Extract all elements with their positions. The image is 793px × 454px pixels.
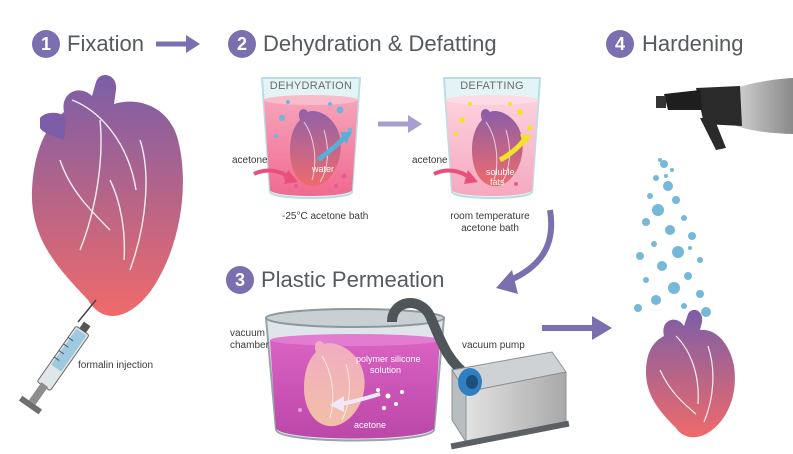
room-bath-label-1: room temperature xyxy=(450,211,530,222)
chamber-acetone-label: acetone xyxy=(354,420,386,430)
heart-body-large xyxy=(31,75,183,316)
step-4-number: 4 xyxy=(615,34,625,54)
spray-droplets xyxy=(634,158,711,317)
vacuum-pump-label: vacuum pump xyxy=(462,340,525,351)
soluble-label: soluble xyxy=(486,167,515,177)
room-bath-label-2: acetone bath xyxy=(461,223,519,234)
acetone-right-label: acetone xyxy=(412,155,448,166)
step-4-header: 4 Hardening xyxy=(606,30,744,58)
step-3-badge xyxy=(226,266,254,294)
acetone-left-label: acetone xyxy=(232,155,268,166)
hardened-heart xyxy=(646,309,735,438)
vacuum-pump-icon: vacuum pump xyxy=(450,340,570,450)
arrow-dehydration-to-defatting xyxy=(378,115,422,133)
step-4-badge xyxy=(606,30,634,58)
step-1-header: 1 Fixation xyxy=(32,30,144,58)
spray-bottle-icon xyxy=(656,78,793,150)
vacuum-chamber: polymer silicone solution acetone vacuum… xyxy=(230,308,446,442)
fixation-heart xyxy=(31,75,183,316)
step-4-title: Hardening xyxy=(642,31,744,56)
step-2-badge xyxy=(228,30,256,58)
step-2-number: 2 xyxy=(237,34,247,54)
step-2-header: 2 Dehydration & Defatting xyxy=(228,30,497,58)
step-3-title: Plastic Permeation xyxy=(261,267,444,292)
step-3-header: 3 Plastic Permeation xyxy=(226,266,444,294)
step-1-badge xyxy=(32,30,60,58)
step-2-title: Dehydration & Defatting xyxy=(263,31,497,56)
step-1-title: Fixation xyxy=(67,31,144,56)
vacuum-hose xyxy=(387,298,472,381)
defatting-beaker: DEFATTING soluble fats acetone room temp… xyxy=(412,77,542,234)
dehydration-beaker-label: DEHYDRATION xyxy=(270,80,353,92)
cold-bath-label: -25°C acetone bath xyxy=(282,211,368,222)
polymer-label-1: polymer silicone xyxy=(356,354,421,364)
dehydration-beaker: DEHYDRATION water acetone -25°C acetone … xyxy=(232,77,368,222)
formalin-injection-label: formalin injection xyxy=(78,360,153,371)
heart-vessel-left xyxy=(40,112,66,140)
water-label: water xyxy=(311,164,334,174)
syringe-icon: formalin injection xyxy=(18,299,153,415)
arrow-permeation-to-hardening xyxy=(542,316,612,340)
fats-label: fats xyxy=(490,177,505,187)
heart-veins-large xyxy=(59,99,147,271)
defatting-beaker-label: DEFATTING xyxy=(460,80,524,92)
vacuum-chamber-label-1: vacuum xyxy=(230,328,265,339)
step-1-number: 1 xyxy=(41,34,51,54)
arrow-1-to-2 xyxy=(156,35,200,53)
step-3-number: 3 xyxy=(235,270,245,290)
arrow-defatting-to-permeation xyxy=(496,209,555,294)
vacuum-chamber-label-2: chamber xyxy=(230,340,270,351)
polymer-label-2: solution xyxy=(370,365,401,375)
